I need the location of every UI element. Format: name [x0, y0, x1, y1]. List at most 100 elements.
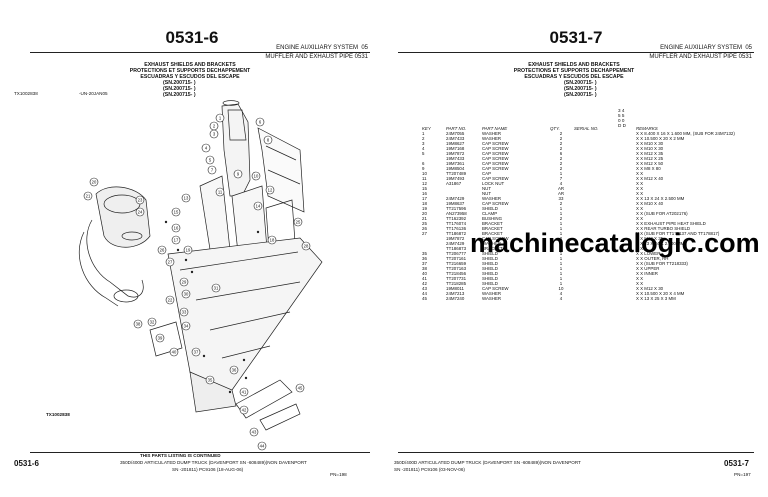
callout-circle: [253, 201, 263, 211]
cell-part-name: CAP SCREW: [482, 286, 509, 291]
cell-remarks: X X M12 X 30: [636, 286, 664, 291]
cell-key: 26: [422, 226, 427, 231]
cell-part-no: 19M7872: [446, 151, 465, 156]
cell-key: 25: [422, 221, 427, 226]
callout-label: 7: [211, 168, 214, 173]
cell-part-no: TT218285: [446, 281, 467, 286]
callout-label: 24: [138, 210, 143, 215]
callout-label: 22: [168, 298, 173, 303]
cell-remarks: X X LOWER: [636, 251, 661, 256]
cell-qty: AR: [557, 186, 565, 191]
cell-remarks: X X M10 X 30: [636, 141, 664, 146]
cell-part-no: TT207163: [446, 266, 467, 271]
callout-circle: [171, 223, 181, 233]
callout-label: 30: [184, 292, 189, 297]
callout-label: 9: [237, 172, 240, 177]
cell-key: 17: [422, 196, 427, 201]
group-header: MUFFLER AND EXHAUST PIPE 0531: [649, 54, 752, 60]
callout-circle: [295, 383, 305, 393]
cell-part-name: CAP SCREW: [482, 146, 509, 151]
callout-label: 10: [254, 174, 259, 179]
system-name: ENGINE AUXILIARY SYSTEM: [276, 45, 358, 51]
cell-remarks: X X: [636, 246, 644, 251]
callout-circle: [255, 117, 265, 127]
cell-part-no: A31867: [446, 181, 462, 186]
cell-part-no: 24M7055: [446, 131, 465, 136]
cell-key: 20: [422, 211, 427, 216]
callout-circle: [191, 347, 201, 357]
col-key: KEY: [422, 126, 431, 131]
title-es: ESCUADRAS Y ESCUDOS DEL ESCAPE: [140, 74, 240, 80]
cell-key: 27: [422, 231, 427, 236]
callout-circle: [181, 289, 191, 299]
cell-remarks: X X M12 X 40: [636, 176, 664, 181]
callout-label: 19: [186, 248, 191, 253]
cell-part-name: CAP SCREW: [482, 141, 509, 146]
cell-key: 37: [422, 261, 427, 266]
cell-qty: 1: [559, 281, 563, 286]
cell-key: 2: [422, 136, 425, 141]
cell-part-name: LOCK NUT: [482, 181, 505, 186]
left-page: 0531-6 ENGINE AUXILIARY SYSTEM 05 MUFFLE…: [14, 28, 370, 477]
title-fr: PROTECTIONS ET SUPPORTS DECHAPPEMENT: [129, 68, 251, 74]
cell-qty: 1: [559, 226, 563, 231]
callout-circle: [205, 375, 215, 385]
cell-part-no: 24M7429: [446, 241, 465, 246]
cell-part-name: NUT: [482, 191, 492, 196]
col-part-no: PART NO.: [446, 126, 467, 131]
footer-serial: SN -201811) PC9106 (18-AUG-06): [172, 467, 244, 472]
code-row: D D: [618, 123, 626, 128]
cell-part-name: BUSHING: [482, 216, 503, 221]
callout-circle: [215, 113, 225, 123]
callout-circle: [183, 245, 193, 255]
cell-part-no: TT162392: [446, 216, 467, 221]
footer-page-number: 0531-7: [724, 459, 749, 468]
cell-remarks: X X REAR TURBO SHIELD: [636, 226, 691, 231]
cell-qty: AR: [557, 191, 565, 196]
cell-part-no: TT186872: [446, 231, 467, 236]
cell-qty: 1: [559, 231, 563, 236]
table-header: KEY PART NO. PART NAME QTY. SERIAL NO. R…: [422, 126, 737, 131]
serial-range: (SN.200715- ): [163, 92, 196, 98]
callout-circle: [201, 143, 211, 153]
cell-remarks: X X M12 X 50: [636, 161, 664, 166]
cell-part-name: SHIELD: [482, 281, 498, 286]
callout-circle: [301, 241, 311, 251]
callout-label: 4: [205, 146, 208, 151]
cell-part-name: WASHER: [482, 131, 502, 136]
callout-label: 8: [267, 138, 270, 143]
cell-key: 6: [422, 161, 425, 166]
callout-circle: [265, 185, 275, 195]
cell-part-name: SHIELD: [482, 276, 498, 281]
system-name: ENGINE AUXILIARY SYSTEM: [660, 45, 742, 51]
cell-key: 5: [422, 151, 425, 156]
cell-remarks: X X M12 X 35: [636, 236, 664, 241]
cell-key: 21: [422, 216, 427, 221]
cell-part-name: WASHER: [482, 136, 502, 141]
page-number: 0531-7: [549, 28, 603, 47]
callout-circle: [179, 277, 189, 287]
cell-part-no: 19M7361: [446, 161, 465, 166]
page-number: 0531-6: [165, 28, 219, 47]
cell-part-no: TT206777: [446, 251, 467, 256]
code-row: 5 5: [618, 113, 625, 118]
serial-ranges: (SN.200715- ) (SN.200715- ) (SN.200715- …: [163, 80, 196, 98]
cell-qty: 2: [559, 241, 563, 246]
callout-circle: [169, 347, 179, 357]
callout-label: 2: [213, 124, 216, 129]
callout-label: 12: [268, 188, 273, 193]
callout-circle: [205, 155, 215, 165]
cell-key: 43: [422, 286, 427, 291]
